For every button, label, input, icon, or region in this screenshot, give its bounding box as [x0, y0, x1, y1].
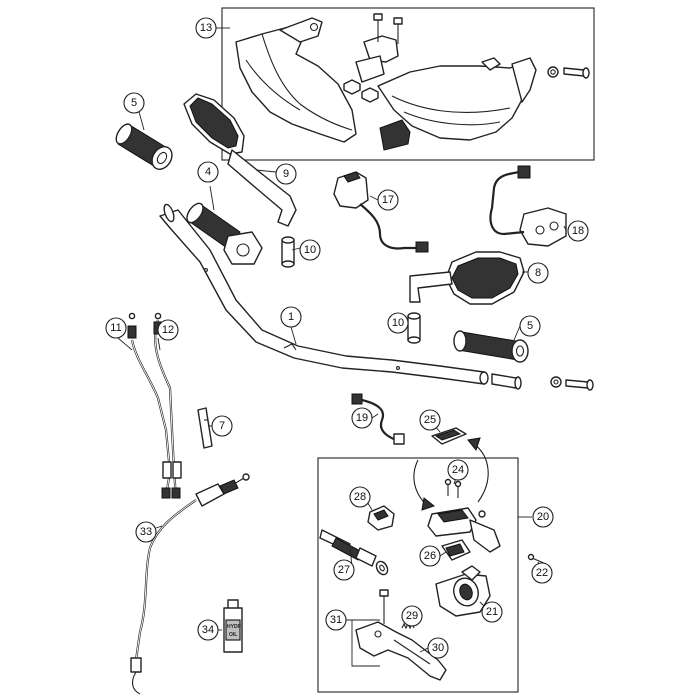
callout-7: 7 [211, 415, 233, 437]
callout-13: 13 [195, 17, 217, 39]
cable-clamp [197, 407, 213, 449]
bar-end-parts [491, 373, 594, 391]
callout-33: 33 [135, 521, 157, 543]
mirror-left [183, 93, 297, 227]
svg-text:10: 10 [304, 244, 316, 256]
svg-text:9: 9 [283, 168, 289, 180]
hydraulic-oil-bottle: HYDR. OIL [223, 599, 243, 653]
callout-5-grip-left: 5 [123, 92, 145, 114]
callout-10-top: 10 [299, 239, 321, 261]
svg-text:27: 27 [338, 564, 350, 576]
svg-text:24: 24 [452, 464, 464, 476]
handguard-kit-frame [221, 7, 595, 161]
svg-text:10: 10 [392, 317, 404, 329]
callout-21: 21 [481, 601, 503, 623]
seal-26 [441, 539, 471, 561]
bottle-label-line1: HYDR. [227, 624, 243, 630]
callout-20: 20 [532, 506, 554, 528]
callout-5-grip-right: 5 [519, 315, 541, 337]
callout-25: 25 [419, 409, 441, 431]
exchange-arrows [413, 437, 489, 511]
svg-text:30: 30 [432, 642, 444, 654]
callout-31: 31 [325, 609, 347, 631]
callout-12: 12 [157, 319, 179, 341]
handguard-mount-clamp [343, 13, 411, 151]
callout-22: 22 [531, 562, 553, 584]
grip-right [453, 330, 529, 363]
throttle-cables [127, 312, 182, 499]
callout-9: 9 [275, 163, 297, 185]
callout-8: 8 [527, 262, 549, 284]
brake-switch-cable [351, 393, 405, 445]
svg-text:26: 26 [424, 550, 436, 562]
reservoir-body [427, 507, 501, 553]
svg-text:22: 22 [536, 567, 548, 579]
svg-text:1: 1 [288, 311, 294, 323]
mirror-right [409, 251, 525, 305]
throttle-grip [186, 202, 263, 265]
svg-text:17: 17 [382, 194, 394, 206]
svg-text:12: 12 [162, 324, 174, 336]
clutch-cable [130, 473, 250, 695]
svg-text:28: 28 [354, 491, 366, 503]
svg-text:18: 18 [572, 225, 584, 237]
svg-text:21: 21 [486, 606, 498, 618]
cover-screws [444, 478, 462, 498]
svg-text:33: 33 [140, 526, 152, 538]
callout-17: 17 [377, 189, 399, 211]
callout-4: 4 [197, 161, 219, 183]
callout-24: 24 [447, 459, 469, 481]
piston-kit [319, 529, 389, 576]
callout-1: 1 [280, 306, 302, 328]
master-cylinder-frame [317, 457, 519, 693]
callout-19: 19 [351, 407, 373, 429]
svg-text:5: 5 [131, 97, 137, 109]
callout-27: 27 [333, 559, 355, 581]
bottle-label-line2: OIL [229, 632, 237, 638]
svg-text:29: 29 [406, 610, 418, 622]
callout-26: 26 [419, 545, 441, 567]
handguard-right [377, 57, 537, 141]
svg-text:4: 4 [205, 166, 211, 178]
svg-text:11: 11 [110, 322, 121, 334]
svg-text:7: 7 [219, 420, 225, 432]
callout-34: 34 [197, 619, 219, 641]
svg-text:13: 13 [200, 22, 212, 34]
handlebar [159, 203, 489, 385]
brake-lever [355, 621, 447, 681]
clip-28 [367, 505, 395, 531]
spacer-top [281, 236, 295, 268]
svg-text:31: 31 [330, 614, 342, 626]
right-switch [489, 165, 567, 247]
callout-11: 11 [105, 317, 127, 339]
callout-29: 29 [401, 605, 423, 627]
callout-10-bottom: 10 [387, 312, 409, 334]
grip-left [115, 123, 173, 170]
spacer-bottom [407, 312, 421, 344]
callout-30: 30 [427, 637, 449, 659]
handguard-bolts [481, 57, 590, 79]
master-cylinder-body [435, 565, 491, 617]
reservoir-cover [431, 427, 467, 445]
handguard-left [235, 17, 357, 143]
svg-text:25: 25 [424, 414, 436, 426]
svg-text:34: 34 [202, 624, 214, 636]
svg-text:20: 20 [537, 511, 549, 523]
left-switch [333, 171, 429, 253]
svg-text:19: 19 [356, 412, 368, 424]
callout-28: 28 [349, 486, 371, 508]
callout-18: 18 [567, 220, 589, 242]
svg-text:8: 8 [535, 267, 541, 279]
svg-text:5: 5 [527, 320, 533, 332]
